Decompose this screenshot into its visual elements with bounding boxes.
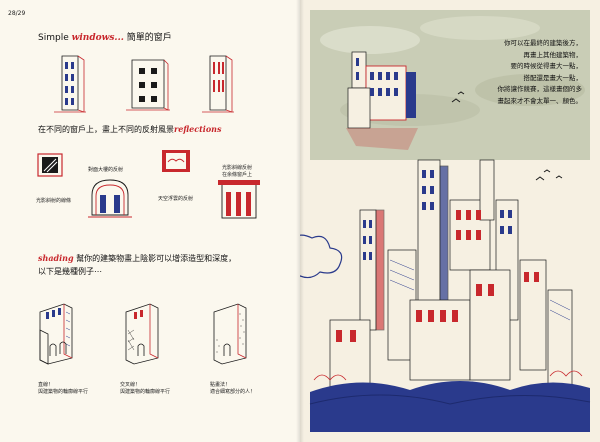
section-title-reflections: 在不同的窗戶上，畫上不同的反射風景reflections [38, 124, 222, 134]
right-page: 你可以在最終的建築後方， 再畫上其他建築物， 要的時候從得畫大一點， 搭配還是畫… [300, 0, 600, 442]
note-shading-1: 直線！ 與建築物的輪廓線平行 [38, 382, 89, 395]
right-text-line-3: 要的時候從得畫大一點， [510, 62, 583, 70]
note-shading-3: 點畫法！ 適合細寫部分的人！ [210, 382, 256, 395]
right-text-line-4: 搭配還是畫大一點， [523, 73, 583, 82]
note-shading-2: 交叉線！ 與建築物的輪廓線平行 [120, 382, 171, 395]
cityscape-illustration [300, 10, 591, 432]
shading-illustrations [39, 303, 247, 365]
page-number: 28/29 [8, 10, 26, 17]
left-page: 28/29 Simple windows... 簡單的窗戶 [8, 10, 260, 395]
reflection-illustrations [37, 150, 260, 219]
right-page-text: 你可以在最終的建築後方， 再畫上其他建築物， 要的時候從得畫大一點， 搭配還是畫… [498, 38, 583, 107]
note-reflection-2: 對面大樓的反射 [88, 167, 124, 173]
right-text-line-6: 畫起來才不會太單一、顏色。 [497, 96, 583, 105]
section-title-windows: Simple windows... 簡單的窗戶 [38, 33, 172, 43]
shading-subtitle: 以下是幾種例子⋯ [38, 267, 102, 276]
simple-windows-illustrations [54, 55, 234, 113]
note-reflection-1: 光影斜射的線條 [36, 198, 72, 204]
note-reflection-4: 光影斜線反射 在余條窗戶上 [222, 165, 253, 178]
book-gutter [296, 0, 304, 442]
section-title-shading: shading 幫你的建築物畫上陰影可以增添造型和深度， [38, 253, 237, 263]
right-text-line-1: 你可以在最終的建築後方， [504, 39, 582, 47]
note-reflection-3: 天空浮雲的反射 [158, 196, 194, 202]
right-text-line-5: 你將讓作競賽，這樣畫個的多 [497, 85, 583, 93]
right-text-line-2: 再畫上其他建築物， [523, 50, 583, 59]
